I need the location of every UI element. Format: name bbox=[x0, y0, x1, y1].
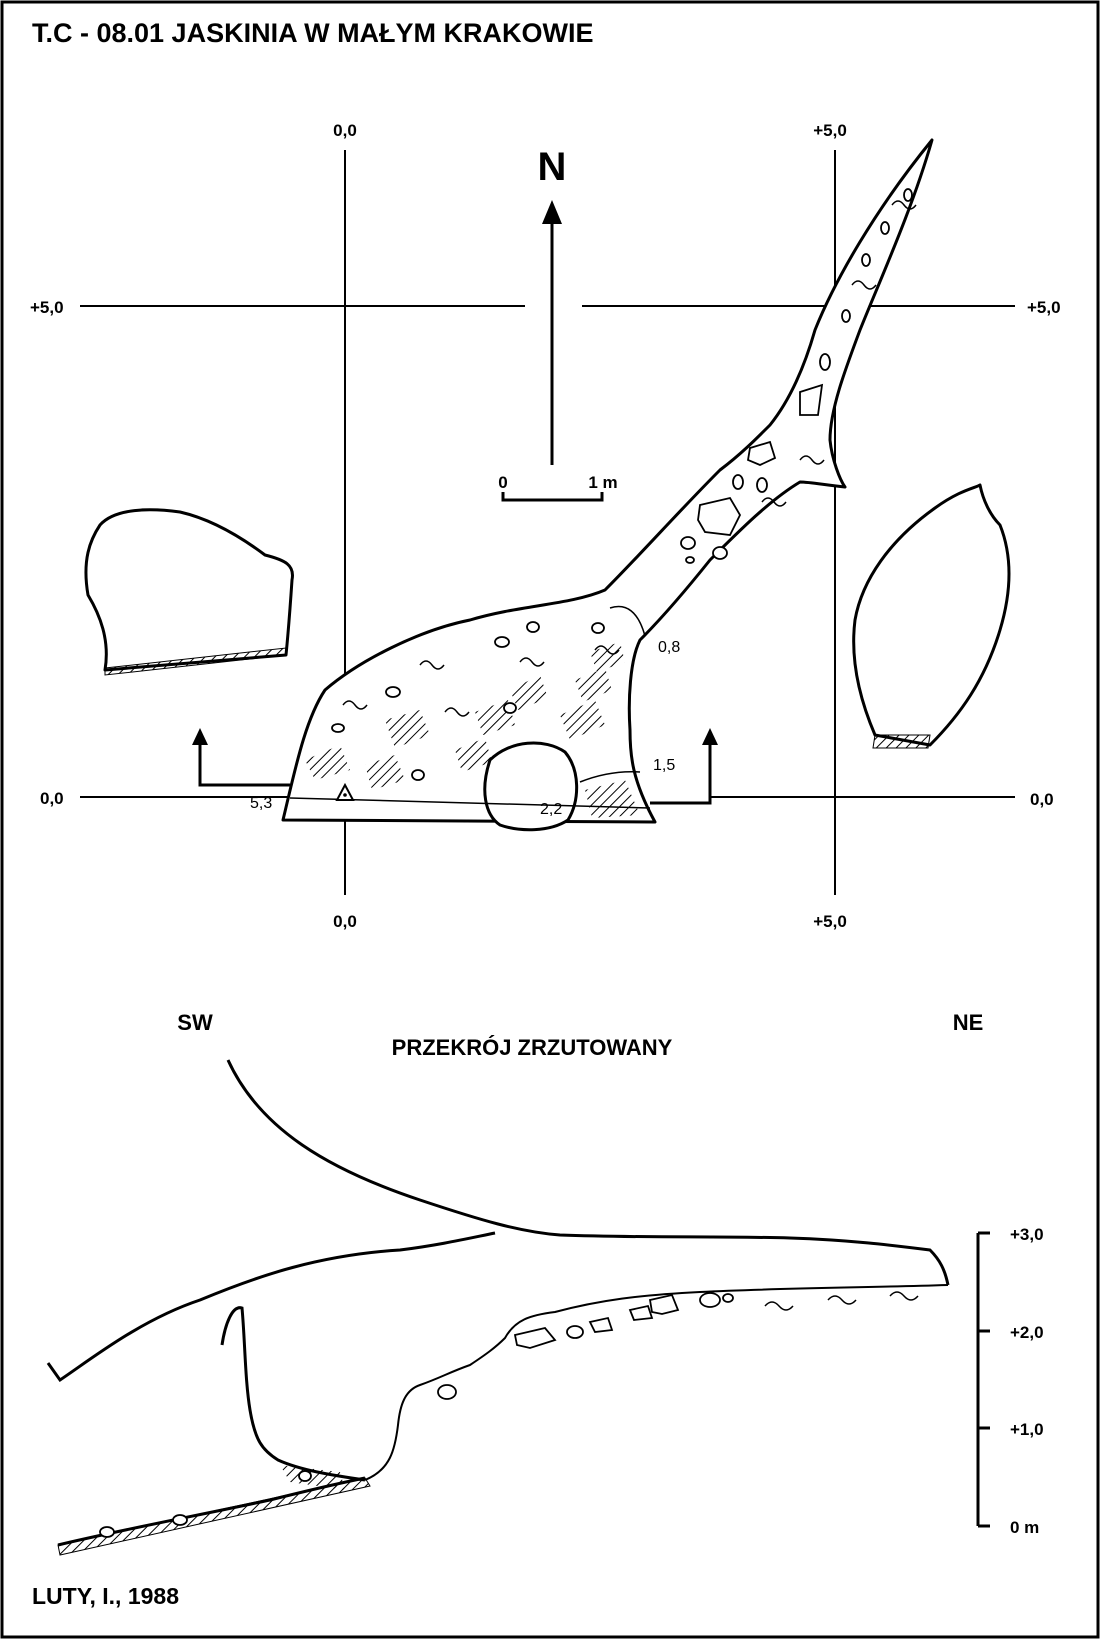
section-direction-sw: SW bbox=[177, 1010, 213, 1035]
grid-label-top-x5: +5,0 bbox=[813, 121, 847, 140]
section-title: PRZEKRÓJ ZRZUTOWANY bbox=[392, 1035, 673, 1060]
scale-bar bbox=[501, 492, 604, 502]
section-profile bbox=[46, 1059, 950, 1556]
height-scale-label: +2,0 bbox=[1010, 1323, 1044, 1342]
north-label: N bbox=[538, 145, 567, 189]
depth-label: 1,5 bbox=[653, 757, 675, 774]
author-credit: LUTY, I., 1988 bbox=[32, 1583, 179, 1609]
cave-plan bbox=[281, 138, 934, 832]
depth-label: 0,8 bbox=[658, 639, 680, 656]
section-line bbox=[192, 728, 718, 805]
grid-label-bottom-x5: +5,0 bbox=[813, 912, 847, 931]
cross-section-right bbox=[852, 483, 1011, 749]
height-scale-label: +3,0 bbox=[1010, 1225, 1044, 1244]
north-arrow-icon bbox=[542, 200, 562, 465]
grid-label-left-y5: +5,0 bbox=[30, 298, 64, 317]
grid-label-top-x0: 0,0 bbox=[333, 121, 357, 140]
plan-grid bbox=[80, 150, 1015, 895]
height-scale-label: 0 m bbox=[1010, 1518, 1039, 1537]
depth-label: 2,2 bbox=[540, 801, 562, 818]
scale-bar-end: 1 m bbox=[588, 473, 617, 492]
grid-label-right-y5: +5,0 bbox=[1027, 298, 1061, 317]
depth-label: 5,3 bbox=[250, 795, 272, 812]
scale-bar-start: 0 bbox=[498, 473, 507, 492]
map-title: T.C - 08.01 JASKINIA W MAŁYM KRAKOWIE bbox=[32, 18, 594, 48]
grid-label-left-y0: 0,0 bbox=[40, 789, 64, 808]
survey-station-icon bbox=[335, 782, 355, 801]
cross-section-left bbox=[84, 508, 295, 676]
section-direction-ne: NE bbox=[953, 1010, 984, 1035]
height-scale bbox=[976, 1231, 990, 1528]
grid-label-bottom-x0: 0,0 bbox=[333, 912, 357, 931]
height-scale-label: +1,0 bbox=[1010, 1420, 1044, 1439]
grid-label-right-y0: 0,0 bbox=[1030, 790, 1054, 809]
